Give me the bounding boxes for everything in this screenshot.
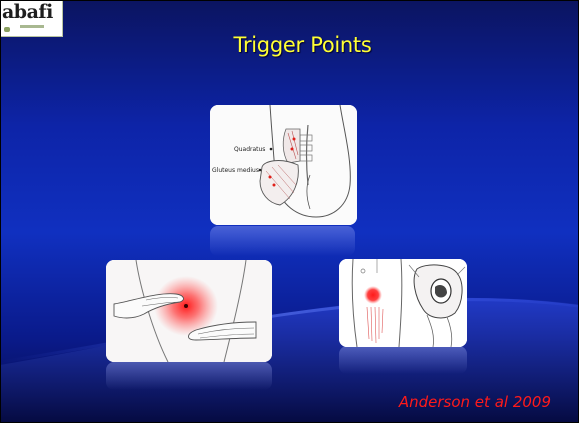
slide-title: Trigger Points	[0, 33, 579, 57]
anatomy-figure-abdomen	[106, 260, 272, 362]
logo-underline	[20, 25, 44, 28]
left-figure-reflection	[106, 362, 272, 390]
right-figure-reflection	[339, 346, 467, 374]
label-gluteus-medius: Gluteus medius	[212, 167, 259, 174]
citation-text: Anderson et al 2009	[399, 393, 551, 411]
abdomen-illustration	[106, 260, 272, 362]
top-figure-reflection	[210, 226, 355, 256]
pelvis-illustration	[339, 259, 467, 347]
anatomy-figure-pelvis	[339, 259, 467, 347]
abafi-logo: abafi	[0, 0, 63, 37]
anatomy-figure-muscles: Quadratus Gluteus medius	[210, 105, 357, 225]
logo-text: abafi	[2, 1, 53, 23]
slide-title-text: Trigger Points	[234, 33, 372, 57]
label-quadratus: Quadratus	[234, 146, 265, 153]
muscles-illustration: Quadratus Gluteus medius	[210, 105, 357, 225]
logo-mark	[4, 27, 10, 32]
